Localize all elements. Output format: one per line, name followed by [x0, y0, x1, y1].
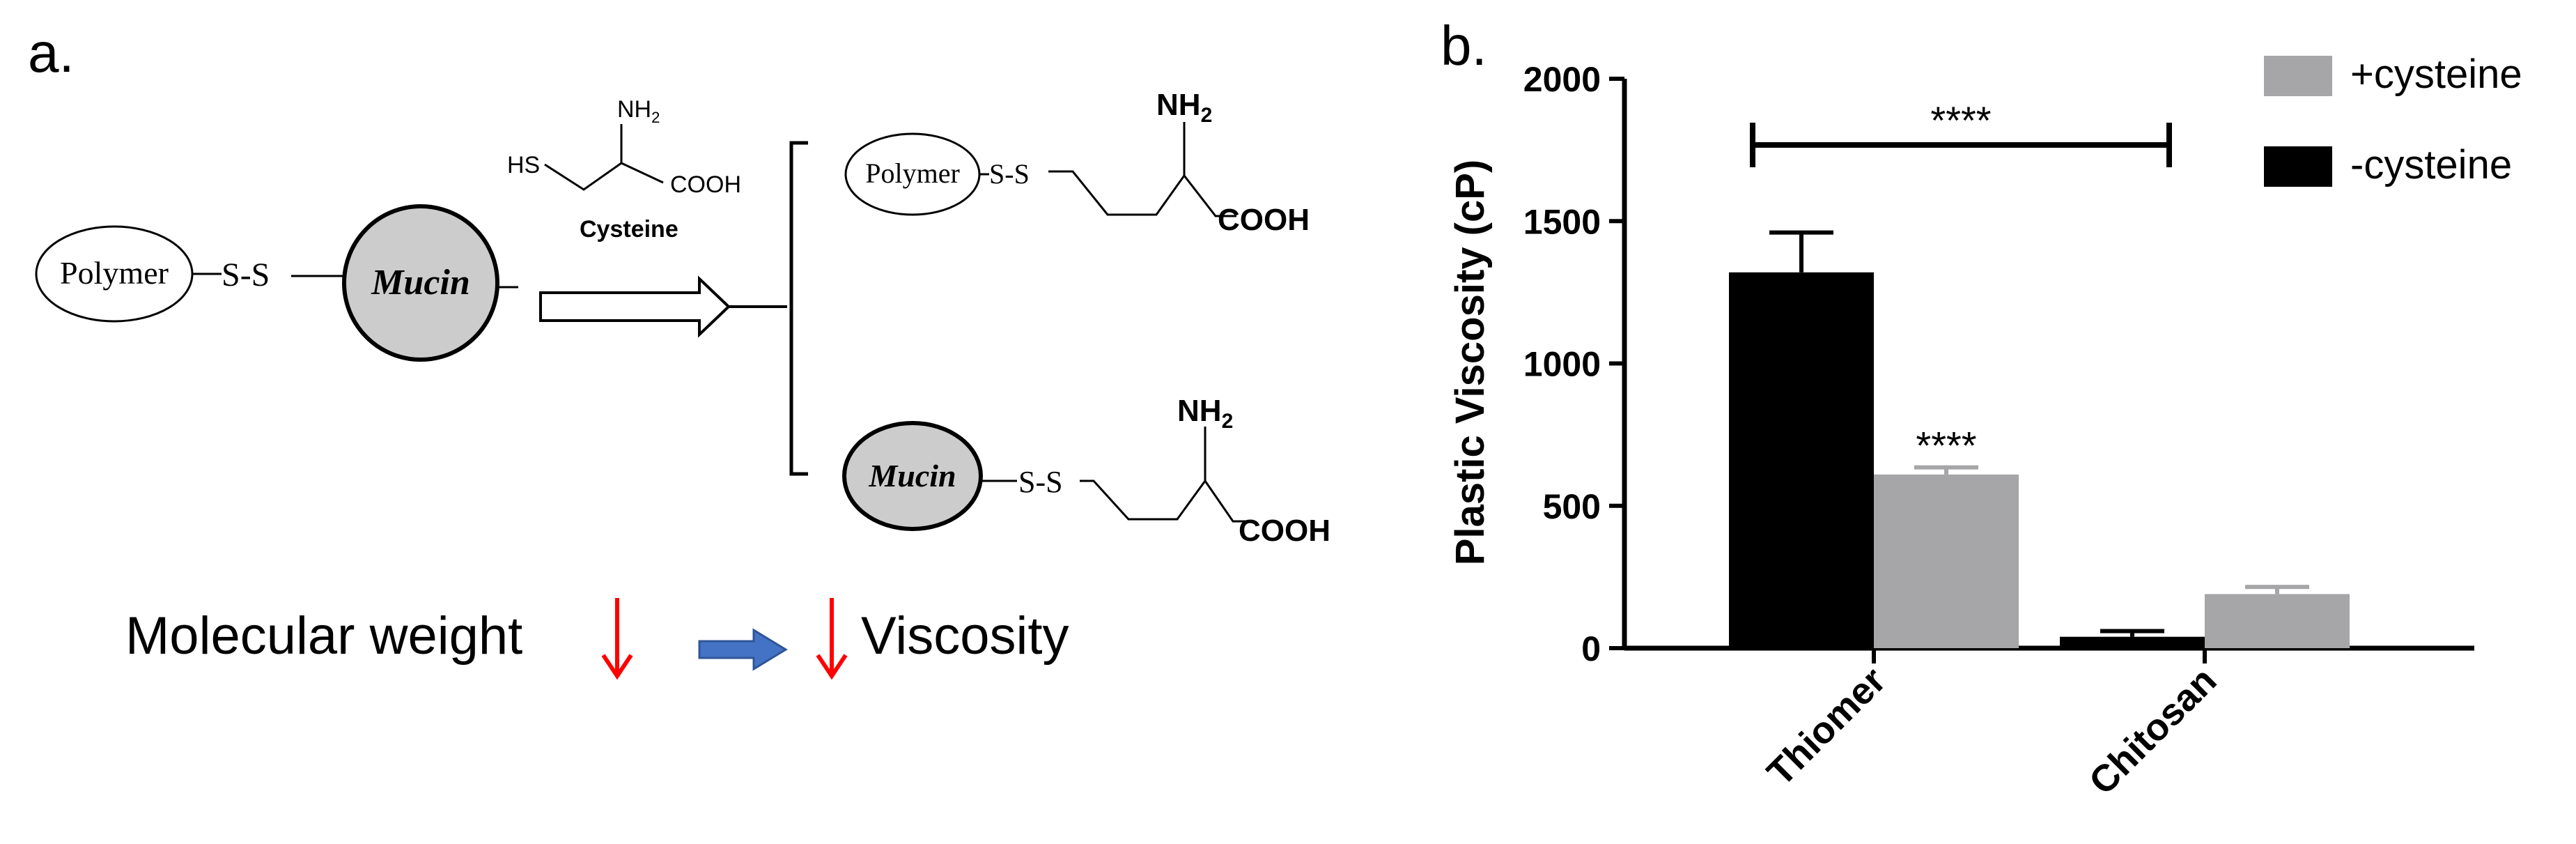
- significance-marks: **** ****: [1750, 98, 2172, 468]
- product-mucin-disulfide: S-S: [1018, 465, 1063, 499]
- cysteine-nh2-label: NH2: [617, 96, 660, 126]
- y-tick-label: 1500: [1523, 202, 1601, 241]
- legend-swatch: [2264, 56, 2332, 96]
- product-polymer-label: Polymer: [865, 158, 960, 189]
- decrease-arrow-right-icon: [816, 654, 848, 680]
- y-tick-label: 2000: [1523, 60, 1601, 99]
- y-tick-label: 500: [1543, 487, 1601, 526]
- product-polymer-nh2: NH2: [1156, 88, 1212, 127]
- polymer-label: Polymer: [60, 255, 169, 291]
- product-bracket: [789, 141, 808, 476]
- bar: [1874, 474, 2019, 648]
- product-polymer-disulfide: S-S: [989, 158, 1030, 190]
- reaction-arrow: [539, 275, 731, 338]
- cysteine-hs-label: HS: [507, 152, 540, 178]
- y-ticks: 0 500 1000 1500 2000: [1523, 60, 1624, 668]
- product-mucin-label: Mucin: [868, 458, 956, 493]
- cysteine-skeleton: [544, 162, 664, 191]
- panel-b-label: b.: [1441, 15, 1487, 77]
- x-ticks: Thiomer Chitosan: [1759, 648, 2224, 803]
- product-mucin-nh2: NH2: [1177, 394, 1233, 433]
- bar: [2205, 594, 2350, 648]
- bar: [1729, 272, 1874, 648]
- cysteine-name: Cysteine: [580, 216, 678, 243]
- blue-arrow-icon: [698, 628, 788, 671]
- cysteine-cooh-label: COOH: [670, 171, 741, 198]
- y-tick-label: 0: [1581, 629, 1601, 668]
- molecular-weight-text: Molecular weight: [125, 606, 522, 666]
- product-mucin-cooh: COOH: [1239, 514, 1330, 548]
- legend: +cysteine -cysteine: [2264, 52, 2522, 187]
- product-mucin-cysteine: Mucin S-S NH2 COOH: [842, 394, 1330, 548]
- cysteine-structure: NH2 HS COOH Cysteine: [507, 96, 741, 243]
- x-tick-label: Chitosan: [2081, 659, 2225, 803]
- product-mucin-ellipse: [842, 421, 983, 531]
- legend-label: -cysteine: [2350, 142, 2512, 187]
- relation-statement: Molecular weight Viscosity: [125, 598, 1069, 680]
- product-mucin-chain: [1080, 479, 1247, 523]
- legend-label: +cysteine: [2350, 52, 2522, 97]
- product-polymer-chain: [1048, 170, 1236, 217]
- y-axis-label: Plastic Viscosity (cP): [1448, 160, 1493, 565]
- panel-a: a. NH2 HS COOH Cysteine Polymer S-S Muci…: [28, 22, 1330, 680]
- decrease-arrow-left-icon: [601, 654, 633, 680]
- bar: [2060, 636, 2205, 648]
- polymer-mucin-conjugate: Polymer S-S Mucin: [35, 204, 518, 362]
- product-polymer-cysteine: Polymer S-S NH2 COOH: [844, 88, 1310, 237]
- mucin-circle: [342, 204, 499, 362]
- viscosity-text: Viscosity: [861, 606, 1069, 666]
- legend-swatch: [2264, 146, 2332, 187]
- panel-b: b. 0 500 1000 1500 2000 Thiomer Chitosan ****…: [1441, 15, 2522, 803]
- disulfide-label: S-S: [222, 256, 270, 293]
- mucin-label: Mucin: [371, 263, 470, 302]
- y-tick-label: 1000: [1523, 345, 1601, 384]
- panel-a-label: a.: [28, 22, 75, 84]
- x-tick-label: Thiomer: [1759, 659, 1893, 794]
- bars: [1729, 230, 2350, 648]
- significance-bracket-label: ****: [1930, 98, 1991, 142]
- product-polymer-cooh: COOH: [1218, 203, 1310, 237]
- significance-bar-label: ****: [1916, 424, 1976, 468]
